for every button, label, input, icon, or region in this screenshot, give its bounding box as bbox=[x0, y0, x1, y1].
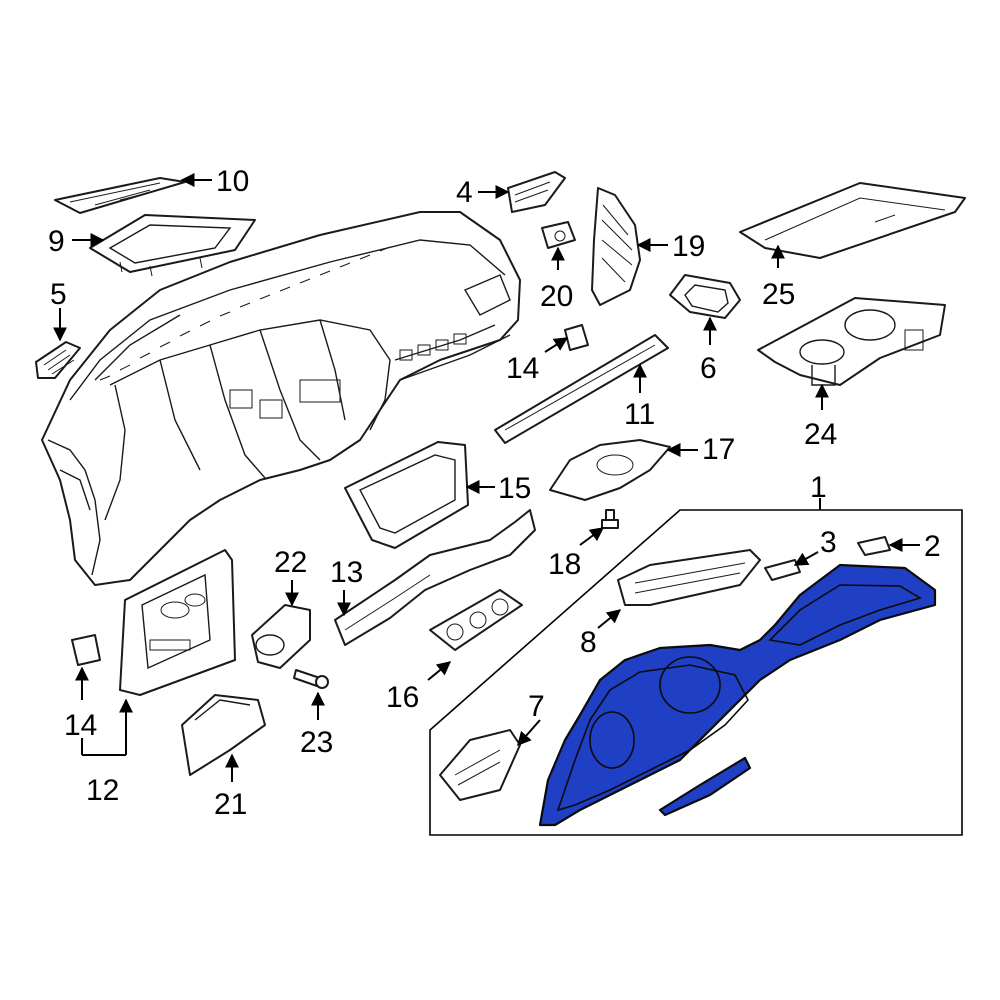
part-17-bracket bbox=[549, 439, 671, 501]
callout-25: 25 bbox=[762, 278, 795, 311]
callout-2: 2 bbox=[924, 530, 941, 563]
detail-box bbox=[429, 509, 963, 836]
part-5-side-vent bbox=[35, 341, 81, 379]
callout-23: 23 bbox=[300, 726, 333, 759]
callout-5: 5 bbox=[50, 278, 67, 311]
callout-1: 1 bbox=[810, 471, 827, 504]
part-11-trim-strip bbox=[494, 334, 669, 444]
part-1-instrument-trim bbox=[538, 563, 937, 827]
part-10-cover bbox=[54, 177, 186, 214]
callout-7: 7 bbox=[528, 690, 545, 723]
dashboard-panel bbox=[41, 211, 521, 586]
callout-13: 13 bbox=[330, 556, 363, 589]
callout-14-lower: 14 bbox=[64, 709, 97, 742]
callout-11: 11 bbox=[624, 398, 655, 431]
part-3-clip bbox=[764, 559, 801, 581]
part-19-side-panel bbox=[591, 187, 641, 306]
part-2-clip bbox=[857, 536, 891, 556]
part-14-clip-upper bbox=[564, 324, 589, 351]
callout-8: 8 bbox=[580, 626, 597, 659]
callout-10: 10 bbox=[216, 165, 249, 198]
callout-labels: 10 9 5 4 20 19 6 14 11 25 24 17 15 18 1 … bbox=[48, 165, 941, 821]
part-1-lower-trim bbox=[658, 756, 752, 817]
part-9-tray bbox=[89, 214, 256, 277]
callout-12: 12 bbox=[86, 774, 119, 807]
callout-21: 21 bbox=[214, 788, 247, 821]
part-13-lower-trim bbox=[334, 509, 536, 646]
part-7-vent bbox=[439, 729, 521, 801]
part-16-switch-panel bbox=[429, 589, 523, 651]
callout-9: 9 bbox=[48, 225, 65, 258]
part-23-screw bbox=[293, 669, 329, 689]
callout-6: 6 bbox=[700, 352, 717, 385]
part-22-knob bbox=[251, 604, 311, 669]
part-8-vent-panel bbox=[617, 549, 761, 606]
part-25-lid bbox=[739, 182, 966, 259]
callout-4: 4 bbox=[456, 176, 473, 209]
callout-19: 19 bbox=[672, 230, 705, 263]
part-18-screw bbox=[601, 509, 619, 529]
part-24-cup-holder bbox=[757, 297, 946, 386]
callout-17: 17 bbox=[702, 433, 735, 466]
callout-20: 20 bbox=[540, 280, 573, 313]
callout-15: 15 bbox=[498, 472, 531, 505]
part-4-vent bbox=[507, 171, 566, 213]
callout-22: 22 bbox=[274, 546, 307, 579]
part-20-clip bbox=[541, 221, 576, 249]
callout-24: 24 bbox=[804, 418, 837, 451]
callout-3: 3 bbox=[820, 526, 837, 559]
part-21-storage-box bbox=[181, 694, 266, 776]
part-12-center-console bbox=[119, 549, 236, 696]
part-15-bezel bbox=[344, 441, 469, 549]
part-6-round-vent bbox=[669, 274, 741, 319]
part-14-clip-lower bbox=[71, 634, 101, 666]
callout-16: 16 bbox=[386, 681, 419, 714]
callout-14-upper: 14 bbox=[506, 352, 539, 385]
callout-18: 18 bbox=[548, 548, 581, 581]
leader-lines bbox=[53, 173, 920, 782]
